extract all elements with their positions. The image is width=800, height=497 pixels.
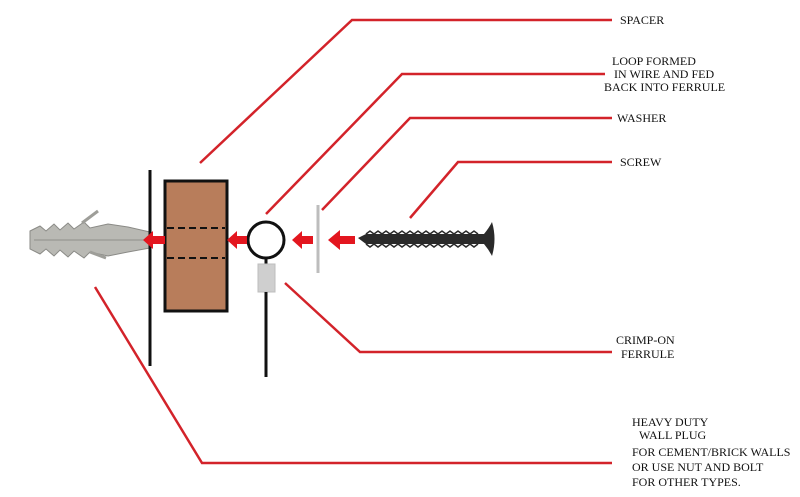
loop-label-line-3: BACK INTO FERRULE [604, 80, 726, 94]
ferrule-label-line-2: FERRULE [621, 347, 675, 361]
arrow-washer-to-loop [292, 231, 313, 249]
plug-label-line-3: FOR CEMENT/BRICK WALLS [632, 445, 791, 459]
ferrule-label-line-1: CRIMP-ON [616, 333, 675, 347]
arrow-loop-to-spacer [227, 231, 247, 249]
plug-label-line-2: WALL PLUG [639, 428, 707, 442]
arrow-screw-to-washer [328, 230, 355, 250]
plug-label-line-4: OR USE NUT AND BOLT [632, 460, 764, 474]
wall-plug [29, 209, 151, 260]
screw-leader [409, 160, 612, 219]
arrow-spacer-to-plug [143, 231, 165, 249]
screw-shank [358, 234, 484, 244]
spacer-leader [199, 18, 612, 164]
leader-lines [93, 18, 612, 465]
screw [358, 222, 495, 256]
wire-loop [246, 220, 286, 260]
arrows [143, 230, 355, 250]
loop-label-line-2: IN WIRE AND FED [614, 67, 715, 81]
washer-label: WASHER [617, 111, 667, 125]
plug-label-line-1: HEAVY DUTY [632, 415, 709, 429]
plug-label-line-5: FOR OTHER TYPES. [632, 475, 741, 489]
wall-plug-fin-top [81, 209, 99, 225]
screw-head [484, 222, 495, 256]
wall-plug-fin-bottom [89, 250, 107, 260]
ferrule-leader [284, 282, 612, 354]
loop-label-line-1: LOOP FORMED [612, 54, 696, 68]
washer-leader [321, 116, 612, 211]
wire-loop-assembly [246, 220, 286, 377]
spacer-label: SPACER [620, 13, 665, 27]
spacer-block [163, 179, 229, 313]
loop-leader [265, 72, 605, 215]
screw-label: SCREW [620, 155, 662, 169]
screw-thread [365, 230, 479, 248]
crimp-ferrule [257, 263, 276, 293]
plug-leader [93, 286, 612, 465]
